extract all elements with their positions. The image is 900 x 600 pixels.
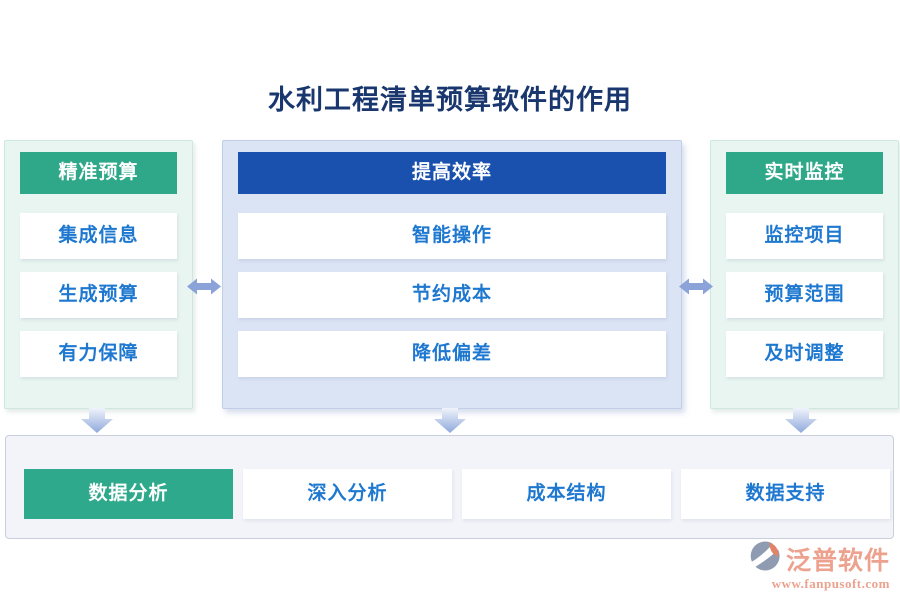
diagram-node: 有力保障 bbox=[20, 331, 177, 377]
brand-watermark: 泛普软件 www.fanpusoft.com bbox=[747, 539, 890, 592]
diagram-node: 预算范围 bbox=[726, 272, 883, 318]
diagram-node: 降低偏差 bbox=[238, 331, 666, 377]
diagram-node: 节约成本 bbox=[238, 272, 666, 318]
down-arrow-icon bbox=[782, 408, 820, 433]
diagram-node: 集成信息 bbox=[20, 213, 177, 259]
diagram-node: 及时调整 bbox=[726, 331, 883, 377]
panel-improve-efficiency: 提高效率 智能操作 节约成本 降低偏差 bbox=[222, 140, 682, 409]
panel-accurate-budget: 精准预算 集成信息 生成预算 有力保障 bbox=[4, 140, 193, 409]
page-title: 水利工程清单预算软件的作用 bbox=[268, 85, 632, 115]
panel-header-improve-efficiency: 提高效率 bbox=[238, 152, 666, 194]
panel-header-realtime-monitor: 实时监控 bbox=[726, 152, 883, 194]
bottom-node-data-support: 数据支持 bbox=[681, 469, 890, 519]
down-arrow-icon bbox=[78, 408, 116, 433]
panel-realtime-monitor: 实时监控 监控项目 预算范围 及时调整 bbox=[710, 140, 899, 409]
double-arrow-icon bbox=[187, 277, 221, 296]
brand-logo-icon bbox=[747, 539, 783, 578]
bottom-node-cost-structure: 成本结构 bbox=[462, 469, 671, 519]
diagram-node: 智能操作 bbox=[238, 213, 666, 259]
bottom-node-data-analysis: 数据分析 bbox=[24, 469, 233, 519]
down-arrow-icon bbox=[431, 408, 469, 433]
brand-url: www.fanpusoft.com bbox=[771, 576, 890, 591]
diagram-node: 监控项目 bbox=[726, 213, 883, 259]
panel-header-accurate-budget: 精准预算 bbox=[20, 152, 177, 194]
bottom-bar: 数据分析 深入分析 成本结构 数据支持 bbox=[5, 435, 894, 539]
bottom-node-deep-analysis: 深入分析 bbox=[243, 469, 452, 519]
diagram-node: 生成预算 bbox=[20, 272, 177, 318]
brand-name: 泛普软件 bbox=[785, 547, 890, 575]
double-arrow-icon bbox=[679, 277, 713, 296]
